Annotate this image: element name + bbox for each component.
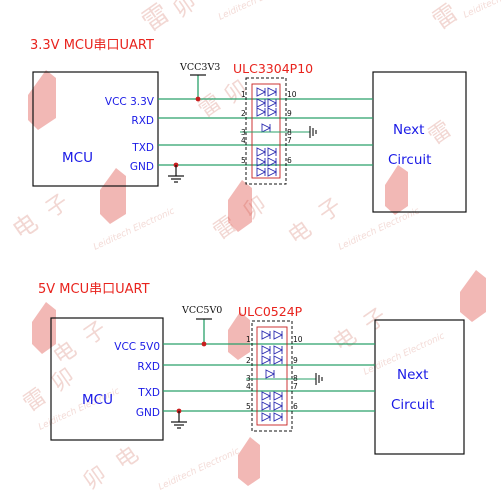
pin-label-rxd: RXD bbox=[131, 115, 154, 127]
pin-number: 1 bbox=[246, 335, 251, 344]
junction-node bbox=[195, 96, 201, 102]
mcu-block bbox=[50, 317, 164, 441]
pin-number: 4 bbox=[241, 136, 246, 145]
pin-number: 1 bbox=[241, 90, 246, 99]
pin-number: 10 bbox=[293, 335, 303, 344]
watermark-char: 雷 bbox=[19, 384, 51, 417]
watermark-char: 雷 bbox=[427, 0, 463, 35]
tvs-diode-array-icon bbox=[251, 83, 281, 179]
next-label: Next bbox=[393, 122, 424, 138]
signal-wires bbox=[158, 75, 373, 166]
pin-number: 9 bbox=[287, 109, 292, 118]
pin-label-gnd: GND bbox=[130, 161, 154, 173]
watermark-char: 卯 bbox=[220, 76, 252, 109]
pin-number: 3 bbox=[241, 128, 246, 137]
watermark-text: Leiditech Electronic bbox=[462, 0, 503, 21]
pin-label-vcc: VCC 3.3V bbox=[105, 96, 155, 108]
circuit-3v3: 3.3V MCU串口UART MCU VCC 3.3V RXD TXD GND … bbox=[30, 38, 467, 213]
circuit-5v0: 5V MCU串口UART MCU VCC 5V0 RXD TXD GND Nex… bbox=[38, 282, 465, 455]
supply-label: VCC5V0 bbox=[181, 305, 222, 316]
watermark-char: 电 bbox=[7, 208, 43, 245]
pin-number: 5 bbox=[241, 156, 246, 165]
watermark-text: Leiditech Electronic bbox=[157, 446, 241, 492]
watermark-char: 子 bbox=[314, 194, 346, 227]
pin-number: 8 bbox=[287, 128, 292, 137]
watermark-char: 卯 bbox=[47, 364, 79, 397]
pin-number: 2 bbox=[241, 109, 246, 118]
watermark-char: 电 bbox=[111, 442, 143, 475]
part-number: ULC0524P bbox=[238, 304, 303, 319]
pin-number: 5 bbox=[246, 402, 251, 411]
pin-number: 6 bbox=[293, 402, 298, 411]
pin-label-gnd: GND bbox=[136, 407, 160, 419]
circuit-label: Circuit bbox=[388, 152, 431, 168]
part-number: ULC3304P10 bbox=[233, 61, 313, 76]
pin-number: 3 bbox=[246, 374, 251, 383]
ic-package bbox=[251, 320, 293, 432]
junction-node bbox=[201, 341, 207, 347]
pin-number: 8 bbox=[293, 374, 298, 383]
pin-number: 7 bbox=[287, 136, 292, 145]
next-circuit-block bbox=[374, 319, 465, 455]
signal-wires bbox=[163, 319, 375, 412]
next-circuit-block bbox=[372, 71, 467, 213]
pin-label-txd: TXD bbox=[131, 142, 154, 154]
watermark-char: 子 bbox=[79, 317, 111, 350]
ic-package bbox=[245, 77, 287, 185]
mcu-label: MCU bbox=[82, 392, 113, 408]
tvs-diode-array-icon bbox=[256, 326, 288, 426]
pin-label-rxd: RXD bbox=[137, 361, 160, 373]
watermark-text: Leiditech Electronic bbox=[337, 206, 421, 252]
pin-number: 6 bbox=[287, 156, 292, 165]
circuit-title: 5V MCU串口UART bbox=[38, 282, 150, 297]
pin-number: 4 bbox=[246, 382, 251, 391]
watermark-char: 电 bbox=[329, 324, 361, 357]
pin-label-vcc: VCC 5V0 bbox=[114, 341, 160, 353]
watermark-text: Leiditech Electronic bbox=[217, 0, 301, 23]
mcu-block bbox=[32, 71, 159, 187]
watermark-logo-icon bbox=[28, 70, 486, 486]
watermark-char: 卯 bbox=[169, 0, 201, 23]
pin-number: 10 bbox=[287, 90, 297, 99]
watermark-char: 子 bbox=[41, 190, 73, 223]
watermark-char: 卯 bbox=[79, 462, 111, 495]
watermark-char: 电 bbox=[284, 217, 316, 250]
ground-icon bbox=[171, 411, 187, 429]
ground-icon bbox=[246, 373, 323, 385]
next-label: Next bbox=[397, 367, 428, 383]
ground-icon bbox=[240, 126, 317, 138]
pin-number: 7 bbox=[293, 382, 298, 391]
pin-number: 9 bbox=[293, 356, 298, 365]
mcu-label: MCU bbox=[62, 150, 93, 166]
circuit-title: 3.3V MCU串口UART bbox=[30, 38, 154, 53]
pin-label-txd: TXD bbox=[137, 387, 160, 399]
ground-icon bbox=[168, 165, 184, 183]
circuit-label: Circuit bbox=[391, 397, 434, 413]
watermark-char: 雷 bbox=[137, 0, 176, 38]
supply-label: VCC3V3 bbox=[179, 62, 220, 73]
watermark-char: 雷 bbox=[424, 117, 456, 150]
pin-number: 2 bbox=[246, 356, 251, 365]
